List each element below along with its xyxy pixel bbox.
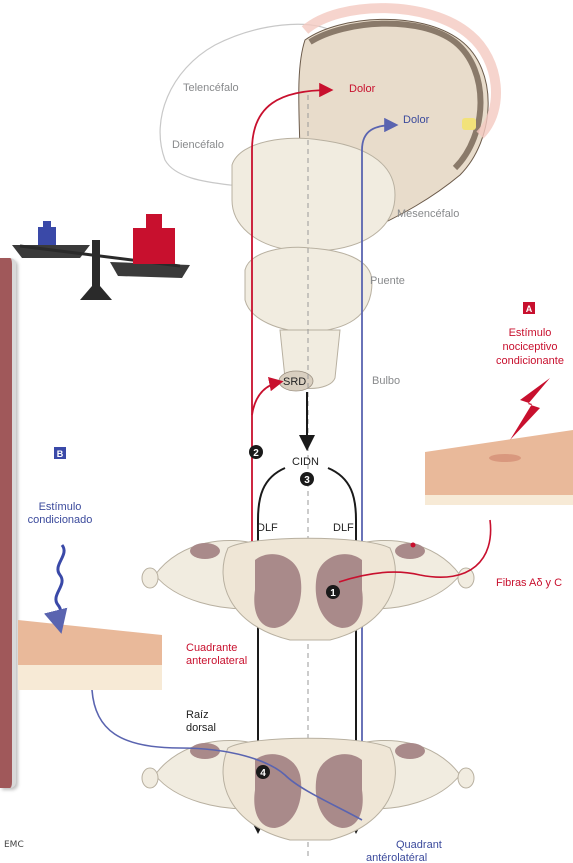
label-raiz-1: Raíz [186, 709, 209, 721]
pituitary [462, 118, 476, 130]
label-dlf-right: DLF [333, 522, 354, 534]
label-dolor-red: Dolor [349, 83, 376, 95]
label-estimulo-b-1: Estímulo [39, 501, 82, 513]
label-dolor-blue: Dolor [403, 114, 430, 126]
badge-4: 4 [256, 765, 270, 779]
badge-1: 1 [326, 585, 340, 599]
label-cuadrante-1: Cuadrante [186, 642, 237, 654]
svg-text:1: 1 [330, 588, 336, 599]
svg-text:2: 2 [253, 448, 259, 459]
badge-a: A [523, 302, 535, 314]
label-diencefalo: Diencéfalo [172, 139, 224, 151]
spinal-section-upper [142, 538, 474, 640]
label-quadrant-2: antérolatéral [366, 852, 427, 863]
label-fibras: Fibras Aδ y C [496, 577, 562, 589]
label-dlf-left: DLF [257, 522, 278, 534]
label-estimulo-b-2: condicionado [28, 514, 93, 526]
label-mesencefalo: Mesencéfalo [397, 208, 459, 220]
label-raiz-2: dorsal [186, 722, 216, 734]
badge-2: 2 [249, 445, 263, 459]
balance-scale-icon [12, 214, 190, 300]
publisher-logo: EMC [4, 840, 24, 850]
lightning-icon [510, 378, 550, 440]
skin-patch-a [425, 430, 573, 505]
label-quadrant-1: Quadrant [396, 839, 442, 851]
label-cuadrante-2: anterolateral [186, 655, 247, 667]
label-puente: Puente [370, 275, 405, 287]
svg-text:B: B [57, 449, 64, 459]
label-estimulo-a-3: condicionante [496, 355, 564, 367]
label-cidn: CIDN [292, 456, 319, 468]
red-branch-srd [252, 382, 280, 415]
label-telencefalo: Telencéfalo [183, 82, 239, 94]
skin-patch-b [18, 620, 162, 690]
label-estimulo-a-2: nociceptivo [502, 341, 557, 353]
label-bulbo: Bulbo [372, 375, 400, 387]
svg-text:4: 4 [260, 768, 266, 779]
svg-text:A: A [526, 304, 533, 314]
badge-3: 3 [300, 472, 314, 486]
spinal-section-lower [142, 738, 474, 840]
svg-text:3: 3 [304, 475, 310, 486]
badge-b: B [54, 447, 66, 459]
label-estimulo-a-1: Estímulo [509, 327, 552, 339]
label-srd: SRD [283, 376, 306, 388]
wavy-stimulus-icon [56, 545, 64, 628]
midbrain [232, 138, 395, 250]
